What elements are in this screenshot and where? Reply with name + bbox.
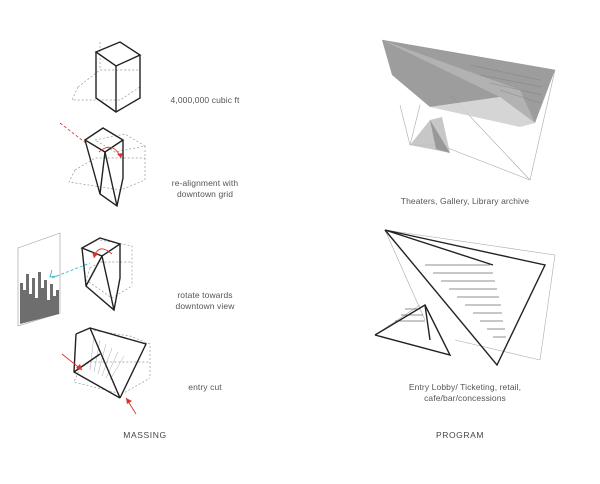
massing-step-4-entry-cut-diagram xyxy=(61,327,151,415)
massing-step-1-label: 4,000,000 cubic ft xyxy=(170,95,240,105)
program-theaters-diagram xyxy=(381,39,556,181)
program-heading: PROGRAM xyxy=(435,430,485,440)
massing-step-3-rotate-diagram xyxy=(17,232,133,327)
program-entry-lobby-diagram xyxy=(374,229,556,367)
massing-heading: MASSING xyxy=(123,430,167,440)
massing-step-3-label: rotate towards downtown view xyxy=(175,290,235,311)
massing-step-2-realignment-diagram xyxy=(59,122,146,208)
massing-step-4-label: entry cut xyxy=(188,382,222,392)
massing-step-1-box-diagram xyxy=(71,41,142,113)
downtown-skyline-panel xyxy=(17,232,61,327)
entry-cut-hatch xyxy=(89,335,125,381)
lobby-hatch xyxy=(395,264,506,338)
program-diagram-2-label: Entry Lobby/ Ticketing, retail, cafe/bar… xyxy=(408,382,522,403)
program-diagram-1-label: Theaters, Gallery, Library archive xyxy=(400,196,530,206)
alignment-axis-line xyxy=(59,122,88,145)
massing-step-2-label: re-alignment with downtown grid xyxy=(171,178,239,199)
view-axis-line xyxy=(51,262,91,279)
